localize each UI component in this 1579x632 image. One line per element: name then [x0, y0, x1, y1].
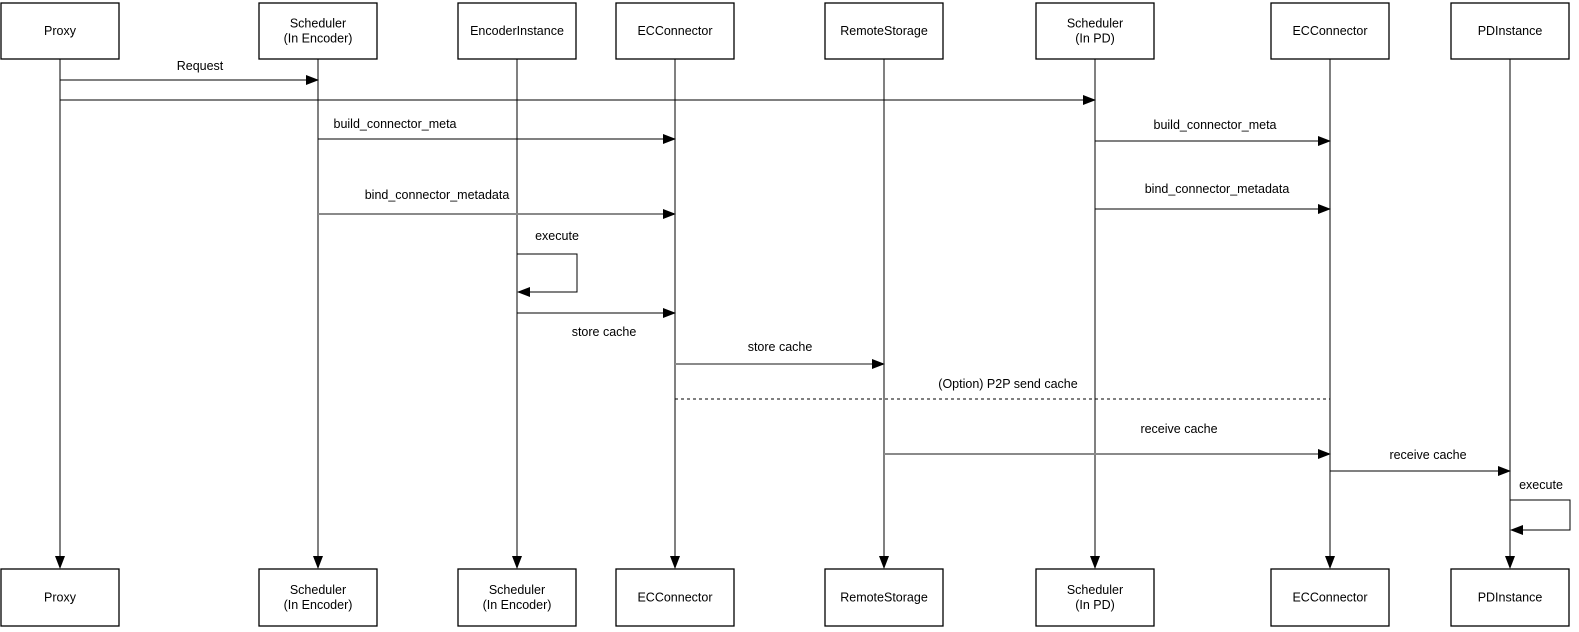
- message-label-store-cache-to-ec: store cache: [572, 325, 637, 339]
- self-message-label-execute-pd: execute: [1519, 478, 1563, 492]
- top-box-label-scheduler-encoder: Scheduler(In Encoder): [284, 17, 353, 46]
- top-box-proxy: [0, 2, 120, 60]
- top-box-label-pd-instance: PDInstance: [1478, 24, 1543, 38]
- top-box-label-ec-connector-encoder: ECConnector: [637, 24, 712, 38]
- message-label-p2p-send-cache: (Option) P2P send cache: [938, 377, 1077, 391]
- bottom-box-scheduler-pd: [1035, 568, 1155, 627]
- top-box-label-encoder-instance: EncoderInstance: [470, 24, 564, 38]
- bottom-box-label-scheduler-encoder: Scheduler(In Encoder): [284, 583, 353, 612]
- message-bind-connector-metadata-encoder: bind_connector_metadata: [318, 188, 676, 219]
- self-message-loop-execute-pd: [1510, 499, 1571, 535]
- message-store-cache-to-remote: store cache: [675, 340, 885, 369]
- top-box-ec-connector-pd: [1270, 2, 1390, 60]
- bottom-box-pd-instance: [1450, 568, 1570, 627]
- top-box-label-scheduler-encoder-line: (In Encoder): [284, 32, 353, 46]
- bottom-box-ec-connector-encoder: [615, 568, 735, 627]
- bottom-box-label-scheduler-pd-line: (In PD): [1075, 598, 1115, 612]
- message-build-connector-meta-encoder: build_connector_meta: [318, 117, 676, 144]
- message-label-build-connector-meta-encoder: build_connector_meta: [334, 117, 457, 131]
- bottom-box-proxy: [0, 568, 120, 627]
- top-box-remote-storage: [824, 2, 944, 60]
- message-receive-cache-to-pd: receive cache: [1330, 448, 1511, 476]
- bottom-box-label-scheduler-encoder-line: (In Encoder): [284, 598, 353, 612]
- bottom-box-label-scheduler-encoder-line: Scheduler: [290, 583, 346, 597]
- bottom-box-label-pd-instance-line: PDInstance: [1478, 591, 1543, 605]
- bottom-box-label-encoder-instance: Scheduler(In Encoder): [483, 583, 552, 612]
- top-box-label-scheduler-pd: Scheduler(In PD): [1067, 17, 1123, 46]
- top-box-label-encoder-instance-line: EncoderInstance: [470, 24, 564, 38]
- message-p2p-send-cache: (Option) P2P send cache: [675, 377, 1330, 400]
- participant-scheduler-pd: Scheduler(In PD)Scheduler(In PD): [1035, 2, 1155, 627]
- top-box-label-ec-connector-pd-line: ECConnector: [1292, 24, 1367, 38]
- participant-scheduler-encoder: Scheduler(In Encoder)Scheduler(In Encode…: [258, 2, 378, 627]
- bottom-box-label-pd-instance: PDInstance: [1478, 591, 1543, 605]
- bottom-box-encoder-instance: [457, 568, 577, 627]
- bottom-box-label-ec-connector-encoder: ECConnector: [637, 591, 712, 605]
- top-box-label-ec-connector-pd: ECConnector: [1292, 24, 1367, 38]
- message-store-cache-to-ec: store cache: [517, 308, 676, 339]
- message-build-connector-meta-pd: build_connector_meta: [1095, 118, 1331, 146]
- top-box-label-ec-connector-encoder-line: ECConnector: [637, 24, 712, 38]
- top-box-encoder-instance: [457, 2, 577, 60]
- message-label-request: Request: [177, 59, 224, 73]
- bottom-box-label-encoder-instance-line: (In Encoder): [483, 598, 552, 612]
- bottom-box-label-scheduler-pd-line: Scheduler: [1067, 583, 1123, 597]
- top-box-label-scheduler-pd-line: (In PD): [1075, 32, 1115, 46]
- message-label-store-cache-to-remote: store cache: [748, 340, 813, 354]
- message-label-build-connector-meta-pd: build_connector_meta: [1154, 118, 1277, 132]
- bottom-box-label-scheduler-pd: Scheduler(In PD): [1067, 583, 1123, 612]
- top-box-label-pd-instance-line: PDInstance: [1478, 24, 1543, 38]
- top-box-ec-connector-encoder: [615, 2, 735, 60]
- top-box-scheduler-pd: [1035, 2, 1155, 60]
- top-box-label-scheduler-pd-line: Scheduler: [1067, 17, 1123, 31]
- message-label-bind-connector-metadata-pd: bind_connector_metadata: [1145, 182, 1290, 196]
- top-box-label-proxy: Proxy: [44, 24, 77, 38]
- self-message-label-execute-encoder: execute: [535, 229, 579, 243]
- top-box-label-remote-storage-line: RemoteStorage: [840, 24, 928, 38]
- self-message-execute-pd: execute: [1510, 478, 1571, 535]
- message-label-receive-cache-to-pd: receive cache: [1389, 448, 1466, 462]
- bottom-box-scheduler-encoder: [258, 568, 378, 627]
- bottom-box-remote-storage: [824, 568, 944, 627]
- bottom-box-ec-connector-pd: [1270, 568, 1390, 627]
- bottom-box-label-proxy: Proxy: [44, 591, 77, 605]
- bottom-box-label-remote-storage-line: RemoteStorage: [840, 591, 928, 605]
- bottom-box-label-remote-storage: RemoteStorage: [840, 591, 928, 605]
- self-message-execute-encoder: execute: [517, 229, 579, 297]
- top-box-label-scheduler-encoder-line: Scheduler: [290, 17, 346, 31]
- bottom-box-label-encoder-instance-line: Scheduler: [489, 583, 545, 597]
- bottom-box-label-proxy-line: Proxy: [44, 591, 77, 605]
- top-box-label-proxy-line: Proxy: [44, 24, 77, 38]
- top-box-pd-instance: [1450, 2, 1570, 60]
- self-message-loop-execute-encoder: [517, 253, 578, 297]
- top-box-label-remote-storage: RemoteStorage: [840, 24, 928, 38]
- message-request: Request: [60, 59, 319, 85]
- message-label-bind-connector-metadata-encoder: bind_connector_metadata: [365, 188, 510, 202]
- bottom-box-label-ec-connector-pd-line: ECConnector: [1292, 591, 1367, 605]
- message-bind-connector-metadata-pd: bind_connector_metadata: [1095, 182, 1331, 214]
- message-label-receive-cache-to-ec: receive cache: [1140, 422, 1217, 436]
- message-receive-cache-to-ec: receive cache: [884, 422, 1331, 459]
- bottom-box-label-ec-connector-pd: ECConnector: [1292, 591, 1367, 605]
- bottom-box-label-ec-connector-encoder-line: ECConnector: [637, 591, 712, 605]
